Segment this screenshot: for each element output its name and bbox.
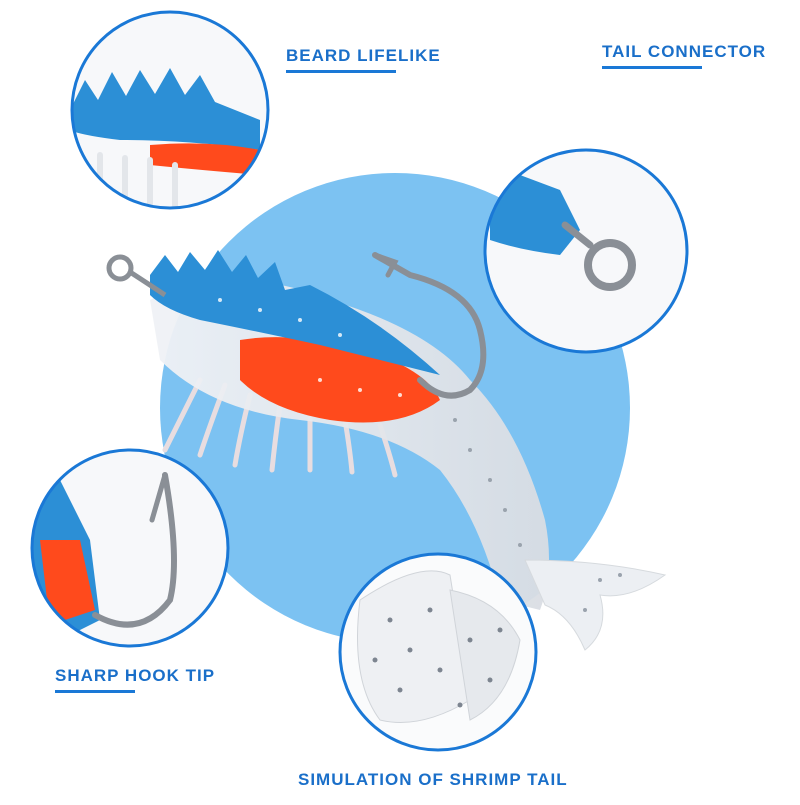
label-underline [286, 70, 396, 73]
label-sharp-hook-tip: SHARP HOOK TIP [55, 666, 215, 693]
label-hook-tip-text: SHARP HOOK TIP [55, 666, 216, 685]
zoom-hook-icon [30, 448, 230, 648]
label-underline [55, 690, 135, 693]
zoom-eyelet-icon [483, 148, 689, 354]
shrimp-lure-main [106, 250, 667, 651]
zoom-tail-icon [338, 552, 538, 752]
label-beard-lifelike: BEARD LIFELIKE [286, 46, 441, 73]
label-beard-text: BEARD LIFELIKE [286, 46, 441, 65]
label-shrimp-tail: SIMULATION OF SHRIMP TAIL [298, 770, 568, 790]
label-underline [602, 66, 702, 69]
label-tail-connector-text: TAIL CONNECTOR [602, 42, 767, 61]
label-tail-connector: TAIL CONNECTOR [602, 42, 766, 69]
label-shrimp-tail-text: SIMULATION OF SHRIMP TAIL [298, 770, 568, 789]
zoom-beard-icon [70, 10, 270, 210]
